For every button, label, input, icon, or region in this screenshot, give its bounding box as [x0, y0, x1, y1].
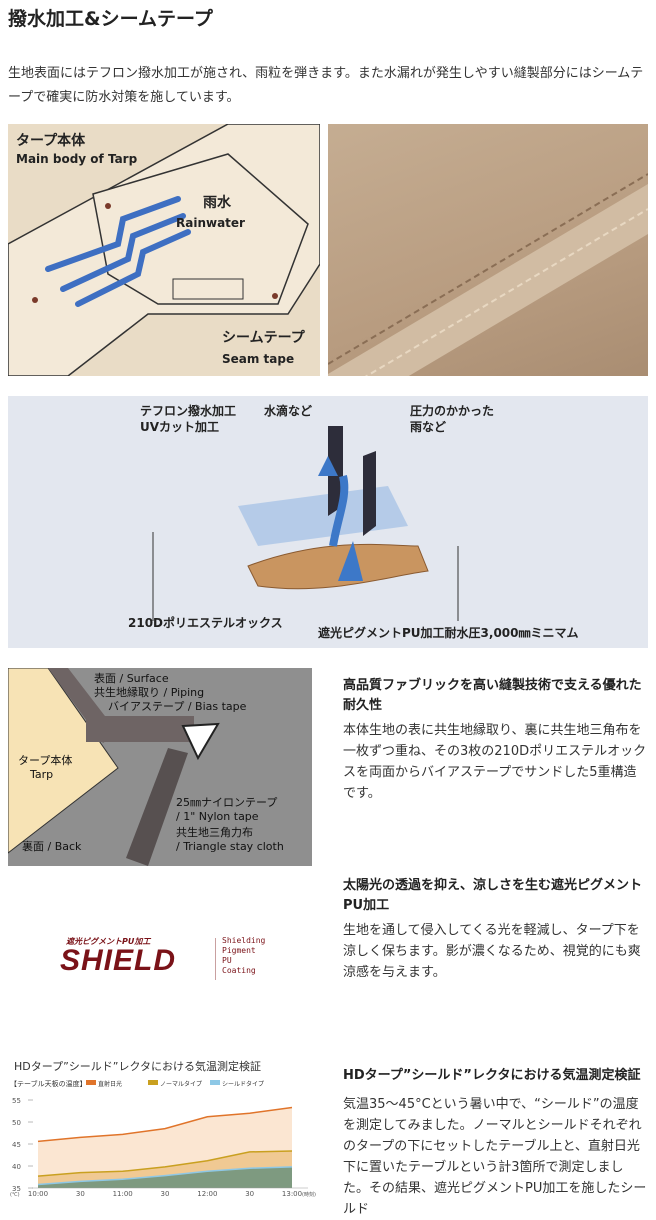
- logo-subtitle: 遮光ピグメントPU加工: [66, 937, 151, 946]
- pressure-label-1: 圧力のかかった: [410, 404, 495, 418]
- temperature-chart: 【テーブル天板の温度】 直射日光 ノーマルタイプ シールドタイプ 35 40 45 50 55 1…: [10, 1079, 316, 1198]
- area-1: [38, 1151, 292, 1185]
- logo-side-1: Shielding: [222, 936, 266, 945]
- tarp-label-jp: タープ本体: [16, 133, 86, 149]
- structure-illustration: [8, 668, 220, 866]
- series-line-1: [37, 1150, 293, 1177]
- legend-swatch: [86, 1080, 96, 1085]
- seam-photo: [328, 124, 648, 376]
- tarp-label-en: Main body of Tarp: [16, 152, 138, 166]
- seam-illustration: [8, 124, 320, 376]
- series-line-2: [37, 1166, 293, 1186]
- area-0: [38, 1107, 292, 1177]
- legend-swatch: [148, 1080, 158, 1085]
- measurement-body: 気温35〜45°Cという暑い中で、“シールド”の温度を測定してみました。ノーマル…: [343, 1097, 647, 1217]
- logo-side-4: Coating: [222, 966, 256, 975]
- stay-label-2: / Triangle stay cloth: [176, 840, 284, 853]
- x-tick-label: 10:00: [28, 1190, 48, 1198]
- nylon-label-2: / 1" Nylon tape: [176, 810, 259, 823]
- nylon-label-1: 25㎜ナイロンテープ: [176, 796, 278, 809]
- measurement-title: HDタープ”シールド”レクタにおける気温測定検証: [343, 1068, 641, 1083]
- page-title: 撥水加工&シームテープ: [8, 8, 213, 30]
- x-tick-label: 30: [76, 1190, 85, 1198]
- rain-label-en: Rainwater: [176, 216, 245, 230]
- x-tick-label: 30: [161, 1190, 170, 1198]
- pu-label: 遮光ピグメントPU加工耐水圧3,000㎜ミニマム: [318, 626, 579, 640]
- seam-label-en: Seam tape: [222, 352, 295, 366]
- legend-label: ノーマルタイプ: [160, 1080, 202, 1088]
- stay-label-1: 共生地三角力布: [176, 826, 253, 839]
- y-axis-unit: (℃): [10, 1192, 20, 1198]
- layer-diagram: テフロン撥水加工 UVカット加工 水滴など 圧力のかかった 雨など 210Dポリ…: [8, 396, 648, 648]
- y-tick-label: 40: [12, 1163, 21, 1171]
- back-label: 裏面 / Back: [22, 840, 82, 853]
- piping-label: 共生地縁取り / Piping: [94, 686, 205, 699]
- tarp-label-jp: タープ本体: [18, 754, 73, 767]
- legend-label: 直射日光: [98, 1080, 122, 1088]
- shield-title: 太陽光の透過を抑え、涼しさを生む遮光ピグメントPU加工: [343, 878, 643, 913]
- seam-label-jp: シームテープ: [222, 330, 305, 346]
- x-tick-label: 30: [245, 1190, 254, 1198]
- x-axis-unit: (時刻): [302, 1191, 316, 1198]
- intro-text: 生地表面にはテフロン撥水加工が施され、雨粒を弾きます。また水漏れが発生しやすい縫…: [8, 66, 644, 105]
- shield-logo: 遮光ピグメントPU加工 SHIELD Shielding Pigment PU …: [60, 936, 280, 984]
- chart-subtitle: 【テーブル天板の温度】: [10, 1079, 87, 1088]
- fabric-label: 210Dポリエステルオックス: [128, 616, 283, 630]
- seam-diagram: タープ本体 Main body of Tarp 雨水 Rainwater シーム…: [8, 124, 320, 376]
- structure-diagram: 表面 / Surface 共生地縁取り / Piping バイアステープ / B…: [8, 668, 312, 866]
- y-tick-label: 55: [12, 1097, 21, 1105]
- y-tick-label: 50: [12, 1119, 21, 1127]
- uv-label: UVカット加工: [140, 420, 220, 434]
- drops-label: 水滴など: [264, 404, 313, 418]
- y-tick-label: 35: [12, 1185, 21, 1193]
- logo-side-3: PU: [222, 956, 232, 965]
- chart-title: HDタープ”シールド”レクタにおける気温測定検証: [14, 1060, 262, 1073]
- durability-title: 高品質ファブリックを高い縫製技術で支える優れた耐久性: [343, 678, 642, 713]
- legend-swatch: [210, 1080, 220, 1085]
- seam-photo-image: [328, 173, 648, 376]
- teflon-label: テフロン撥水加工: [140, 404, 237, 418]
- y-tick-label: 45: [12, 1141, 21, 1149]
- logo-side-2: Pigment: [222, 946, 256, 955]
- pressure-label-2: 雨など: [410, 420, 447, 434]
- legend-label: シールドタイプ: [222, 1080, 264, 1088]
- rain-label-jp: 雨水: [203, 195, 231, 211]
- x-tick-label: 13:00: [282, 1190, 302, 1198]
- x-tick-label: 12:00: [197, 1190, 217, 1198]
- tarp-label-en: Tarp: [30, 768, 54, 781]
- area-2: [38, 1166, 292, 1188]
- series-line-0: [37, 1106, 293, 1143]
- logo-main: SHIELD: [60, 944, 177, 977]
- durability-body: 本体生地の表に共生地縁取り、裏に共生地三角布を一枚ずつ重ね、その3枚の210Dポ…: [343, 723, 647, 801]
- x-tick-label: 11:00: [113, 1190, 133, 1198]
- surface-label: 表面 / Surface: [94, 672, 169, 685]
- layer-illustration: [152, 426, 459, 621]
- shield-body: 生地を通して侵入してくる光を軽減し、タープ下を涼しく保ちます。影が濃くなるため、…: [343, 923, 641, 980]
- bias-label: バイアステープ / Bias tape: [108, 700, 247, 713]
